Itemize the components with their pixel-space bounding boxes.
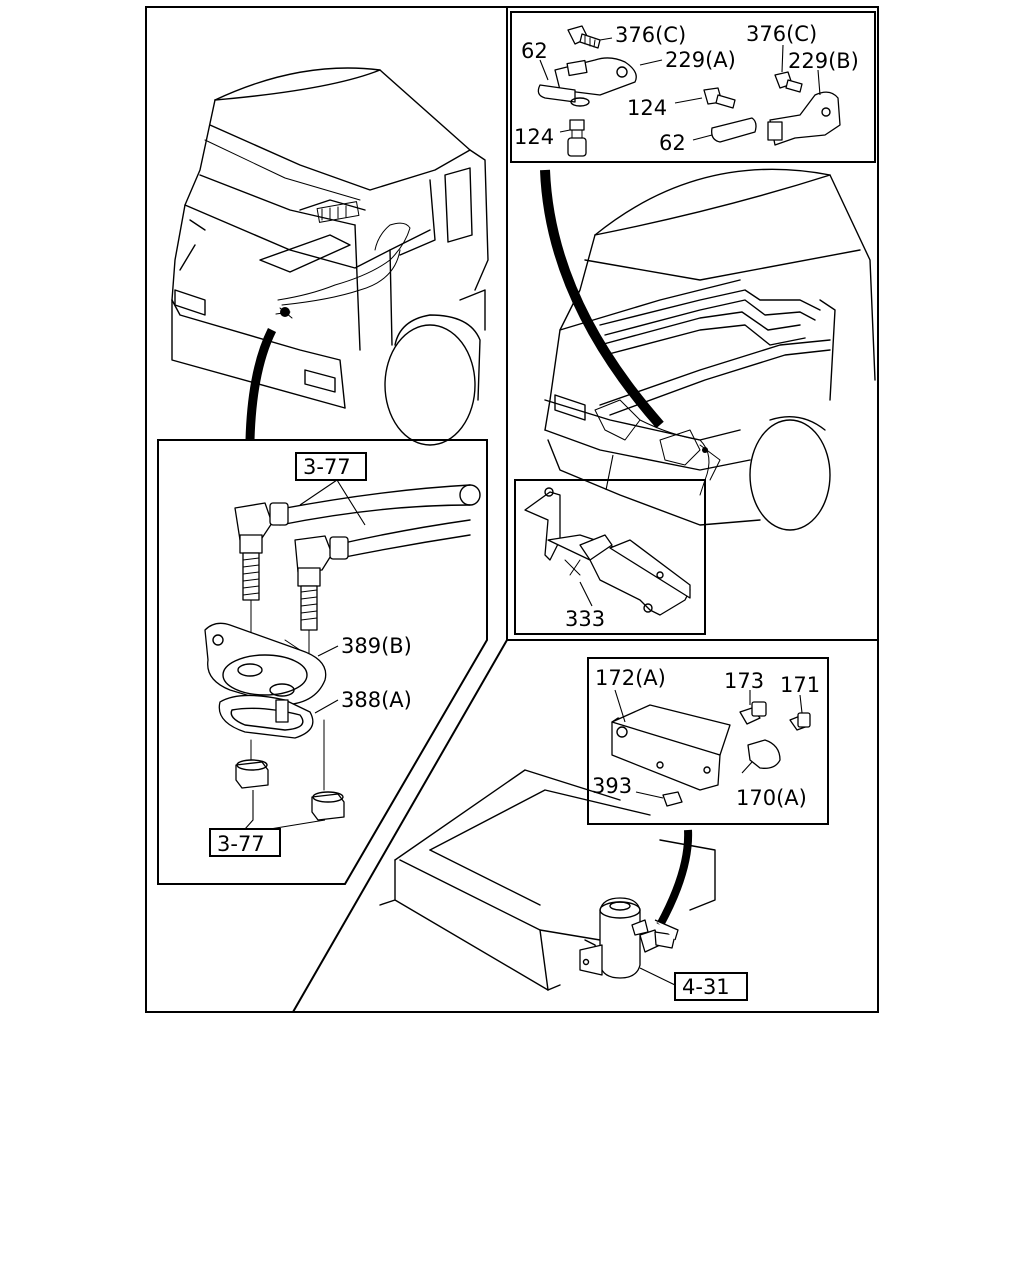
bracket-detail-panel [514,479,706,635]
label-170a: 170(A) [736,786,807,810]
label-376c-b: 376(C) [746,22,817,46]
bracket-333 [524,487,691,616]
divider-diagonal [292,639,508,1013]
cab-illustration-left [171,67,489,446]
label-393: 393 [592,774,632,798]
label-62-b: 62 [659,131,686,155]
label-62-a: 62 [521,39,548,63]
mount-parts [611,701,811,807]
label-124-b: 124 [514,125,554,149]
label-124-a: 124 [627,96,667,120]
label-376c-a: 376(C) [615,23,686,47]
mount-detail-panel [587,657,829,825]
label-229a: 229(A) [665,48,736,72]
leader-cab-to-hose [245,327,277,441]
label-173: 173 [724,669,764,693]
label-4-31: 4-31 [682,975,730,999]
label-388a: 388(A) [341,688,412,712]
label-172a: 172(A) [595,666,666,690]
label-389b: 389(B) [341,634,412,658]
outer-frame [145,6,879,1013]
clip-parts [537,25,841,157]
label-3-77-bottom: 3-77 [217,832,265,856]
cab-illustration-right [544,168,876,531]
label-229b: 229(B) [788,49,859,73]
ref-box-4-31 [674,972,748,1001]
tank-illustration [379,769,716,991]
label-3-77-top: 3-77 [303,455,351,479]
leader-clip-to-cab [540,169,664,429]
clip-detail-panel [510,11,876,163]
leader-mount-to-tank [656,829,693,927]
hose-detail-panel [157,439,488,885]
hose-assembly [204,484,481,821]
ref-box-3-77-top [295,452,367,481]
label-171: 171 [780,673,820,697]
label-333: 333 [565,607,605,631]
